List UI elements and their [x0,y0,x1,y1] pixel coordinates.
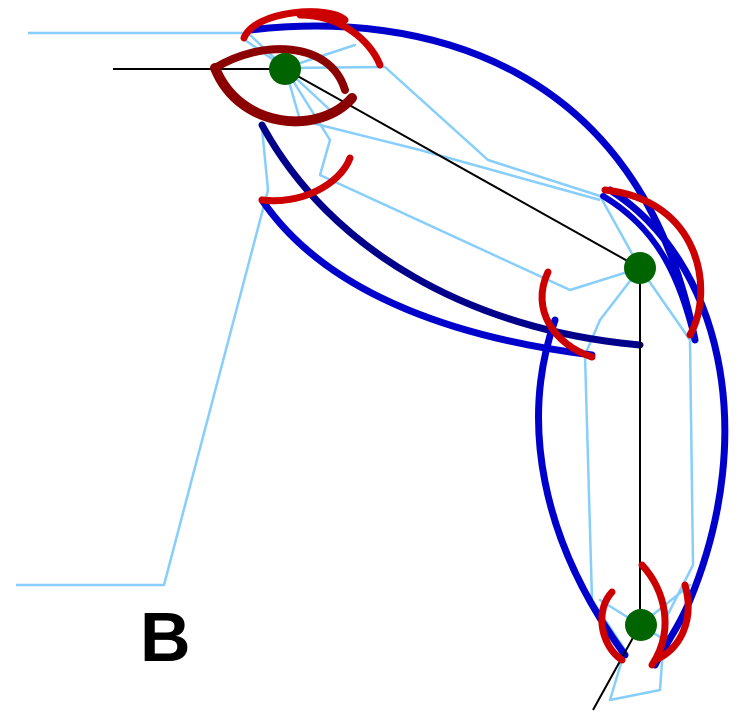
red-arc-top-right [296,11,384,69]
outline-fan [244,38,357,111]
outline-inner-upper [283,67,601,202]
red-arc-lower-left [258,154,354,205]
red-arc-bottom-left [598,588,626,664]
blue-arc-outer-top [246,22,699,344]
darkred-arc-top-loop-lower [210,63,357,127]
red-arc-bottom-center [638,561,669,669]
panel-label: B [140,598,191,676]
red-arcs-group [210,8,705,669]
red-arc-top-cap [240,8,349,42]
nodes-group [269,53,657,641]
blue-arc-lower-long [258,196,596,359]
blue-arc-right-outer [606,186,729,669]
node-top [269,53,301,85]
midline-tail [592,624,641,711]
midline-group [113,68,641,711]
darkred-arc-top-loop-upper [211,45,349,94]
red-arc-middle-top [601,186,705,339]
blue-arc-upper-right [600,193,698,343]
outline-left-edge [16,127,270,587]
red-arc-middle-left [538,268,596,361]
node-bottom [625,609,657,641]
blue-arc-left-column [535,316,629,659]
node-middle [624,252,656,284]
blue-arcs-group [246,22,729,669]
red-arc-bottom-right [651,581,692,664]
darkblue-arc-lower-inner [258,121,644,349]
midline-top-to-middle [284,68,641,269]
outline-right-column [583,267,695,702]
